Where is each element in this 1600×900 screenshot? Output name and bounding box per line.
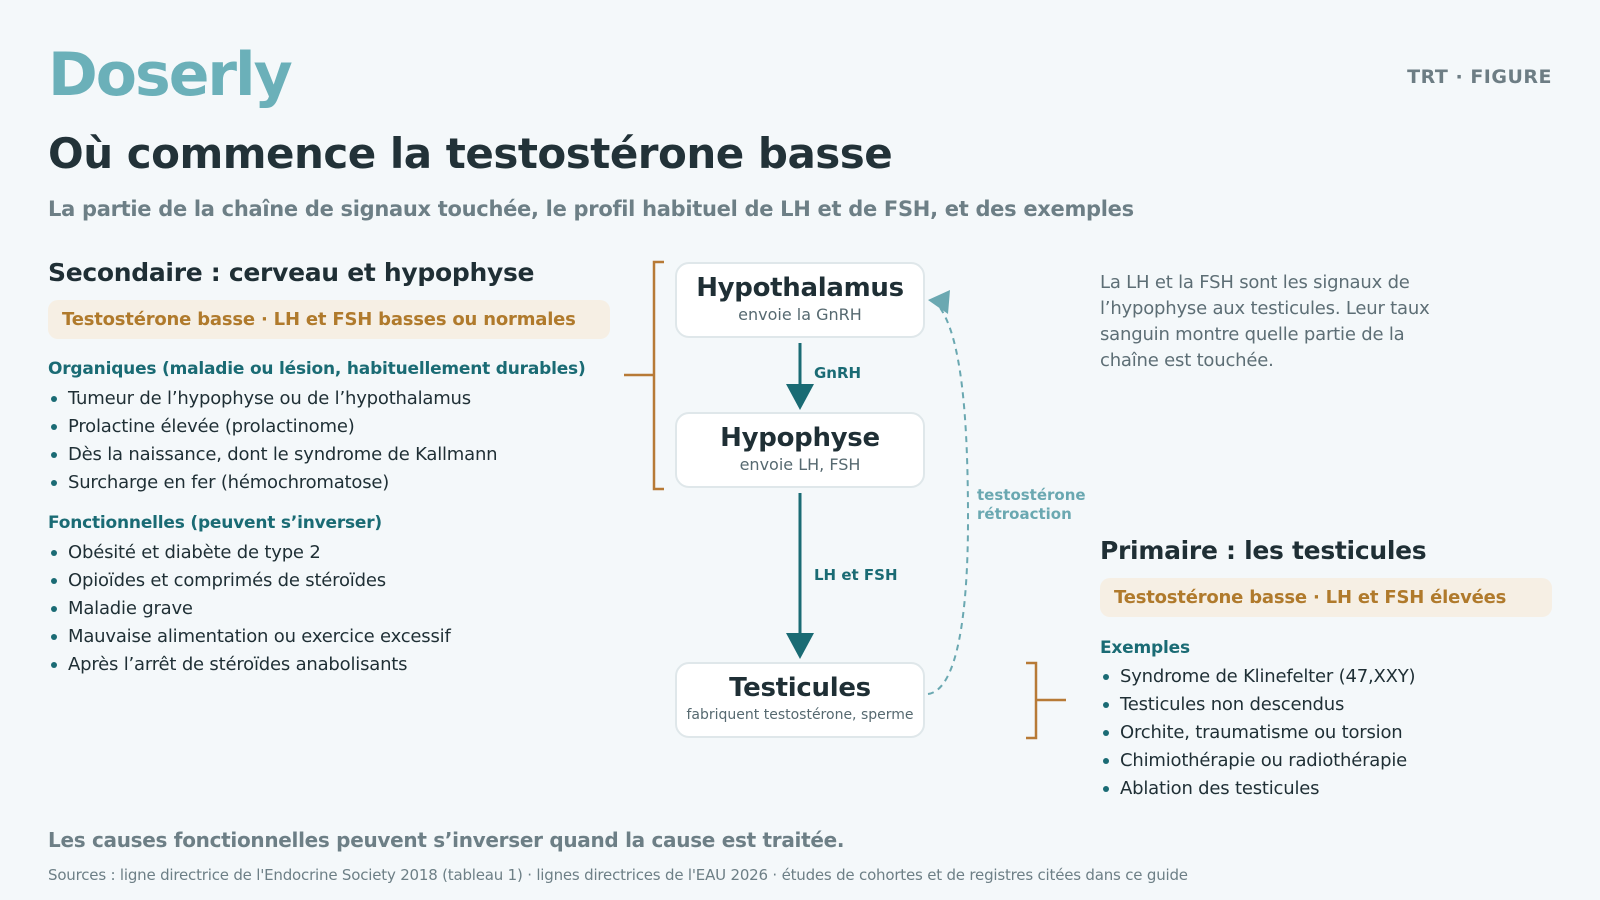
sources-line: Sources : ligne directrice de l'Endocrin…	[48, 866, 1188, 884]
list-item: Obésité et diabète de type 2	[48, 539, 451, 567]
organic-label: Organiques (maladie ou lésion, habituell…	[48, 359, 586, 379]
list-item: Dès la naissance, dont le syndrome de Ka…	[48, 441, 498, 469]
brand-logo: Doserly	[48, 40, 293, 110]
list-item: Testicules non descendus	[1100, 691, 1415, 719]
list-item: Mauvaise alimentation ou exercice excess…	[48, 623, 451, 651]
node-title: Hypothalamus	[696, 273, 904, 303]
organic-list: Tumeur de l’hypophyse ou de l’hypothalam…	[48, 385, 498, 497]
list-item: Syndrome de Klinefelter (47,XXY)	[1100, 663, 1416, 691]
list-item: Surcharge en fer (hémochromatose)	[48, 469, 497, 497]
gnrh-arrowhead	[786, 384, 814, 410]
lhfsh-arrowhead	[786, 633, 814, 659]
page-subtitle: La partie de la chaîne de signaux touché…	[48, 197, 1134, 221]
feedback-label-line2: rétroaction	[977, 505, 1072, 523]
primary-heading: Primaire : les testicules	[1100, 536, 1427, 565]
feedback-arrowhead	[928, 290, 950, 314]
node-testicules: Testicules fabriquent testostérone, sper…	[675, 662, 925, 738]
node-title: Hypophyse	[720, 423, 880, 453]
list-item: Maladie grave	[48, 595, 451, 623]
list-item: Ablation des testicules	[1100, 775, 1415, 803]
list-item: Prolactine élevée (prolactinome)	[48, 413, 497, 441]
figure-tag: TRT · FIGURE	[1407, 66, 1552, 88]
functional-label: Fonctionnelles (peuvent s’inverser)	[48, 513, 383, 533]
primary-bracket	[1026, 661, 1066, 740]
list-item: Tumeur de l’hypophyse ou de l’hypothalam…	[48, 385, 497, 413]
node-hypothalamus: Hypothalamus envoie la GnRH	[675, 262, 925, 338]
node-hypophyse: Hypophyse envoie LH, FSH	[675, 412, 925, 488]
primary-profile-badge: Testostérone basse · LH et FSH élevées	[1100, 578, 1552, 617]
feedback-curve	[927, 304, 970, 695]
node-subtitle: fabriquent testostérone, sperme	[686, 707, 914, 723]
list-item: Opioïdes et comprimés de stéroïdes	[48, 567, 451, 595]
lhfsh-label: LH et FSH	[814, 566, 898, 584]
page-title: Où commence la testostérone basse	[48, 129, 893, 178]
secondary-profile-badge: Testostérone basse · LH et FSH basses ou…	[48, 300, 610, 339]
explanatory-note: La LH et la FSH sont les signaux de l’hy…	[1100, 272, 1430, 371]
list-item: Après l’arrêt de stéroïdes anabolisants	[48, 651, 451, 679]
secondary-bracket	[624, 260, 664, 491]
node-subtitle: envoie la GnRH	[738, 305, 862, 324]
feedback-label: testostérone rétroaction	[977, 486, 1086, 524]
gnrh-label: GnRH	[814, 364, 862, 382]
node-title: Testicules	[729, 673, 871, 703]
list-item: Chimiothérapie ou radiothérapie	[1100, 747, 1415, 775]
functional-list: Obésité et diabète de type 2 Opioïdes et…	[48, 539, 451, 679]
feedback-label-line1: testostérone	[977, 486, 1086, 504]
node-subtitle: envoie LH, FSH	[739, 455, 861, 474]
list-item: Orchite, traumatisme ou torsion	[1100, 719, 1415, 747]
primary-list: Syndrome de Klinefelter (47,XXY) Testicu…	[1100, 663, 1416, 803]
secondary-heading: Secondaire : cerveau et hypophyse	[48, 258, 535, 287]
examples-label: Exemples	[1100, 638, 1190, 658]
footer-note: Les causes fonctionnelles peuvent s’inve…	[48, 828, 845, 852]
